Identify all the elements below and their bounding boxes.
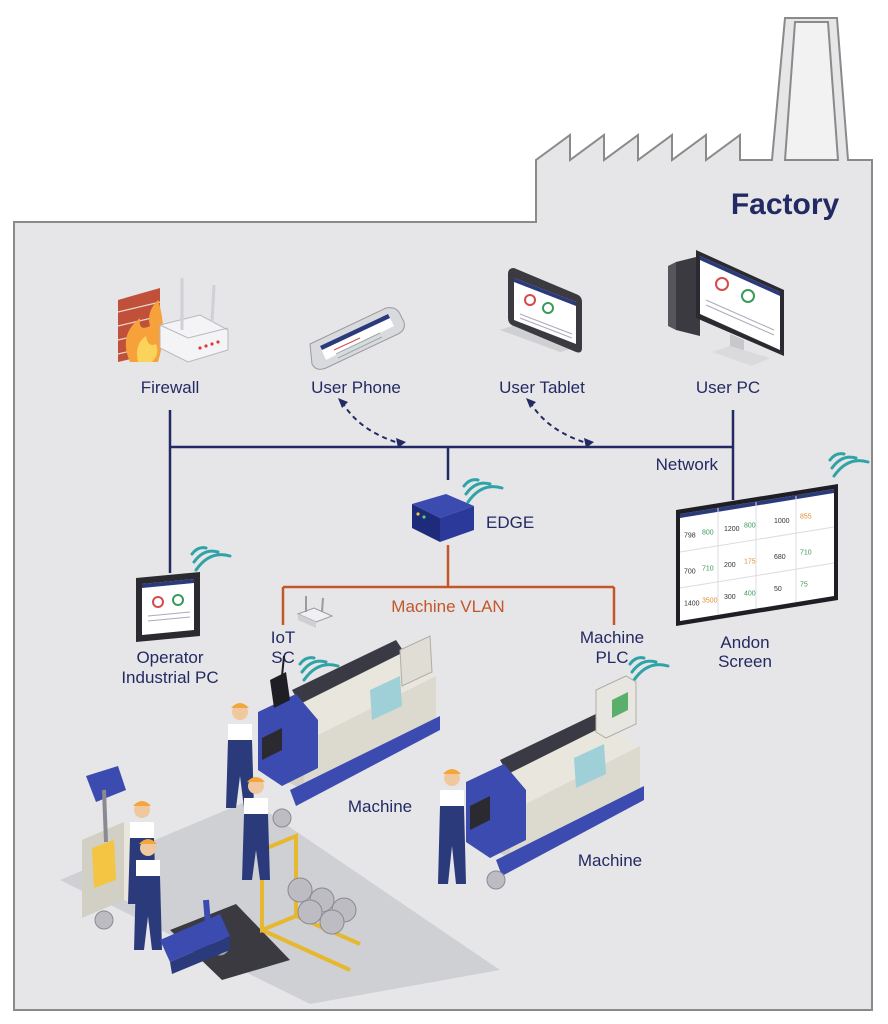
- andon-value: 200: [724, 562, 736, 569]
- worker-5: [438, 769, 466, 884]
- andon-value: 1000: [774, 518, 790, 525]
- worker-4: [134, 839, 162, 950]
- network-lines: [168, 410, 735, 573]
- andon-value: 855: [800, 514, 812, 521]
- andon-value: 175: [744, 559, 756, 566]
- operator-label-line2: Industrial PC: [121, 668, 218, 687]
- edge-device-icon: [412, 494, 474, 542]
- andon-wifi-icon: [828, 452, 870, 478]
- worker-1: [226, 703, 254, 808]
- worker-2: [242, 777, 270, 880]
- link-arrows: [338, 398, 594, 448]
- andon-value: 710: [702, 565, 714, 572]
- andon-value: 800: [702, 529, 714, 536]
- andon-value: 300: [724, 594, 736, 601]
- andon-value: 680: [774, 554, 786, 561]
- lathe-machine-1: [258, 635, 440, 806]
- table-machine: [160, 899, 230, 974]
- tablet-icon: [500, 268, 582, 353]
- andon-value: 75: [800, 582, 808, 589]
- vlan-lines: [281, 545, 616, 625]
- andon-value: 798: [684, 532, 696, 539]
- andon-value: 1200: [724, 526, 740, 533]
- wireless-links: [341, 401, 591, 445]
- machine-vlan-label: Machine VLAN: [391, 597, 504, 616]
- plc-label-line1: Machine: [580, 628, 644, 647]
- andon-values: 798 800 1200 800 1000 855 700 710 200 175 680 710 14…: [684, 514, 812, 608]
- factory-title: Factory: [731, 188, 840, 221]
- operator-wifi-icon: [190, 546, 232, 572]
- user-tablet-label: User Tablet: [499, 378, 585, 397]
- iot-label-line1: IoT: [271, 628, 296, 647]
- lathe-machine-2: [466, 675, 644, 876]
- plc-wifi-icon: [628, 656, 670, 682]
- plc-label-line2: PLC: [595, 648, 628, 667]
- phone-icon: [309, 307, 405, 370]
- machine-2-label: Machine: [578, 851, 642, 870]
- firewall-label: Firewall: [141, 378, 200, 397]
- andon-value: 700: [684, 568, 696, 575]
- andon-screen: 798 800 1200 800 1000 855 700 710 200 175 680 710 14…: [676, 484, 838, 626]
- andon-value: 710: [800, 550, 812, 557]
- edge-label: EDGE: [486, 513, 534, 532]
- edge-wifi-icon: [462, 478, 504, 504]
- andon-value: 800: [744, 523, 756, 530]
- andon-value: 1400: [684, 600, 700, 607]
- user-phone-label: User Phone: [311, 378, 401, 397]
- andon-value: 3500: [702, 597, 718, 604]
- pc-icon: [668, 250, 784, 366]
- gear-stack: [94, 808, 506, 956]
- network-label: Network: [656, 455, 719, 474]
- operator-pc-icon: [136, 572, 200, 642]
- firewall-icon: [117, 278, 229, 363]
- andon-label-line2: Screen: [718, 652, 772, 671]
- iot-wifi-icon: [298, 656, 340, 682]
- machine-1-label: Machine: [348, 797, 412, 816]
- user-pc-label: User PC: [696, 378, 760, 397]
- andon-value: 400: [744, 591, 756, 598]
- operator-label-line1: Operator: [136, 648, 203, 667]
- andon-label-line1: Andon: [720, 633, 769, 652]
- iot-router-icon: [296, 596, 334, 628]
- andon-value: 50: [774, 586, 782, 593]
